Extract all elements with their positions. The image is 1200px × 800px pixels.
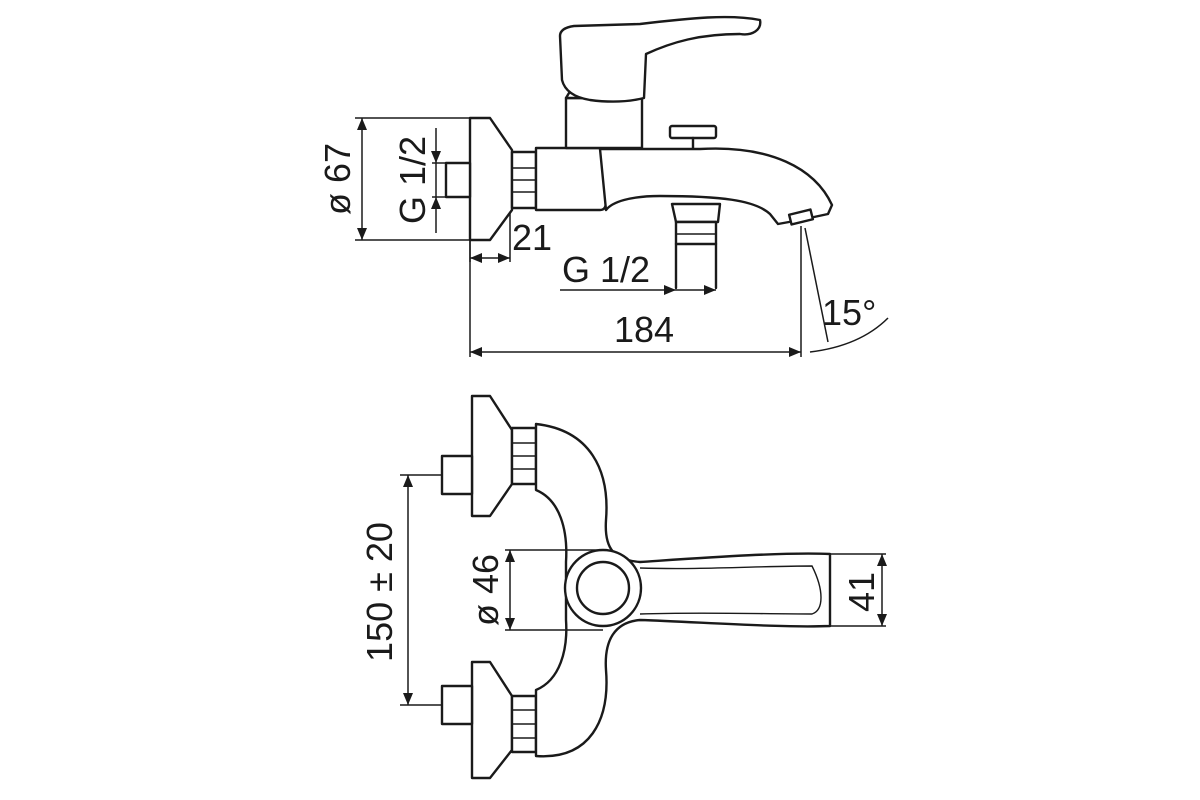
dim-body-diameter [505, 549, 603, 631]
dim-outlet-thread [560, 285, 716, 295]
upper-eccentric [440, 394, 538, 518]
label-connector-length: 21 [512, 217, 552, 258]
hex-nut [510, 150, 538, 210]
shower-outlet [670, 202, 722, 290]
spout [598, 147, 834, 226]
side-view: ø 67 G 1/2 21 G 1/2 [317, 15, 889, 357]
label-handle-width: 41 [841, 572, 882, 612]
aerator [787, 208, 815, 226]
dim-flange-diameter [355, 117, 470, 241]
label-overall-length: 184 [614, 309, 674, 350]
lever-handle [558, 15, 762, 103]
wall-flange [468, 116, 514, 242]
label-flange-diameter: ø 67 [317, 143, 358, 215]
lower-eccentric [440, 660, 538, 780]
cartridge-housing [564, 96, 644, 150]
dim-inlet-thread [431, 128, 446, 233]
label-spout-angle: 15° [822, 292, 876, 333]
dim-handle-width [830, 553, 887, 627]
diverter-knob [668, 124, 718, 150]
label-outlet-thread: G 1/2 [562, 249, 650, 290]
label-inlet-thread: G 1/2 [392, 136, 433, 224]
dim-spout-angle [804, 227, 889, 353]
handle-recess [639, 565, 822, 615]
dim-overall-length [469, 226, 802, 357]
label-body-diameter: ø 46 [465, 554, 506, 626]
mixer-body [534, 146, 608, 212]
mixer-body-top [534, 422, 832, 758]
dim-center-distance [400, 474, 442, 706]
cartridge-ring-inner [575, 560, 631, 616]
inlet-stub [444, 161, 472, 199]
top-view: 150 ± 20 ø 46 41 [359, 394, 887, 780]
label-center-distance: 150 ± 20 [359, 522, 400, 662]
